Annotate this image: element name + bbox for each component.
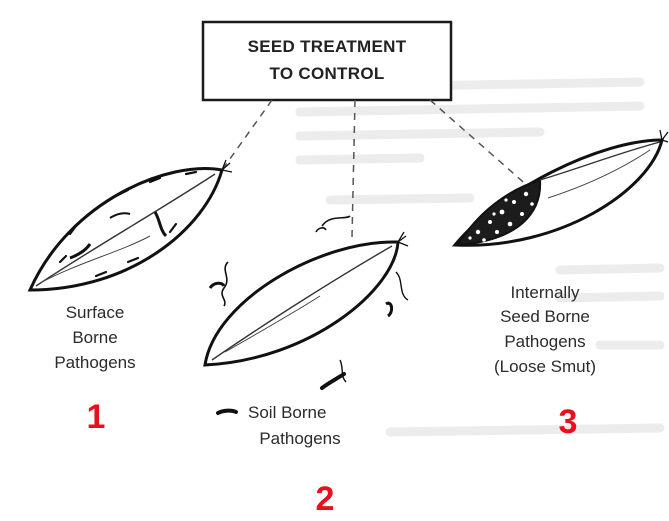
seed-1-illustration bbox=[30, 160, 232, 290]
seed-2-number: 2 bbox=[316, 480, 335, 516]
connector-seed-1 bbox=[222, 100, 272, 170]
title-line-1: SEED TREATMENT bbox=[248, 37, 407, 56]
seed-1-caption-line-3: Pathogens bbox=[54, 353, 135, 372]
seed-3-caption-line-4: (Loose Smut) bbox=[494, 357, 596, 376]
seed-1-number: 1 bbox=[87, 398, 106, 436]
seed-3-number: 3 bbox=[559, 403, 578, 441]
seed-3-caption-line-1: Internally bbox=[511, 283, 580, 302]
seed-1-caption-line-1: Surface bbox=[66, 303, 125, 322]
seed-1-caption: Surface Borne Pathogens bbox=[54, 303, 135, 372]
connector-seed-2 bbox=[352, 100, 355, 237]
title-line-2: TO CONTROL bbox=[269, 64, 384, 83]
seed-2-caption-line-1: Soil Borne bbox=[248, 403, 326, 422]
seed-1-caption-line-2: Borne bbox=[72, 328, 117, 347]
seed-2-caption: Soil Borne Pathogens bbox=[248, 403, 341, 448]
seed-3-illustration bbox=[455, 130, 668, 245]
seed-2-illustration bbox=[205, 216, 408, 413]
seed-3-caption-line-2: Seed Borne bbox=[500, 307, 590, 326]
seed-3-caption-line-3: Pathogens bbox=[504, 332, 585, 351]
title-box: SEED TREATMENT TO CONTROL bbox=[203, 22, 451, 100]
seed-2-caption-line-2: Pathogens bbox=[259, 429, 340, 448]
